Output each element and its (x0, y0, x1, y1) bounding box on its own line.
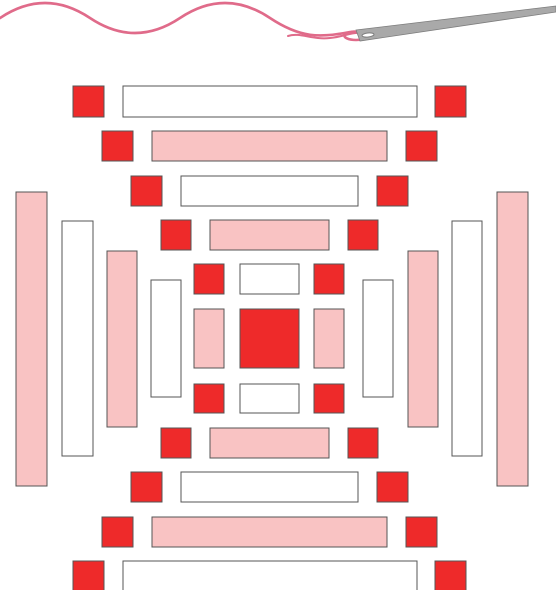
corner-square (314, 384, 344, 413)
vertical-strip (16, 192, 47, 486)
corner-square (102, 517, 133, 547)
vertical-strip (452, 221, 482, 456)
corner-square (348, 428, 378, 458)
center-square (240, 309, 299, 368)
corner-square (348, 220, 378, 250)
vertical-strip (107, 251, 137, 427)
horizontal-strip (210, 428, 329, 458)
corner-square (131, 176, 162, 206)
vertical-strip (194, 309, 224, 368)
corner-square (73, 561, 104, 590)
horizontal-strip (181, 472, 358, 502)
thread-icon (0, 3, 364, 40)
corner-square (194, 384, 224, 413)
horizontal-strip (210, 220, 329, 250)
vertical-strip (408, 251, 438, 427)
corner-square (435, 86, 466, 117)
horizontal-strip (152, 131, 387, 161)
corner-square (406, 517, 437, 547)
corner-square (161, 428, 191, 458)
horizontal-strip (123, 561, 417, 590)
horizontal-strip (123, 86, 417, 117)
horizontal-strip (152, 517, 387, 547)
quilt-pattern (16, 86, 528, 590)
horizontal-strip (181, 176, 358, 206)
corner-square (377, 176, 408, 206)
vertical-strip (151, 280, 181, 397)
corner-square (194, 264, 224, 294)
corner-square (102, 131, 133, 161)
corner-square (435, 561, 466, 590)
corner-square (131, 472, 162, 502)
corner-square (161, 220, 191, 250)
corner-square (406, 131, 437, 161)
horizontal-strip (240, 264, 299, 294)
sewing-needle-icon (356, 6, 556, 41)
vertical-strip (314, 309, 344, 368)
horizontal-strip (240, 384, 299, 413)
corner-square (314, 264, 344, 294)
corner-square (73, 86, 104, 117)
corner-square (377, 472, 408, 502)
vertical-strip (497, 192, 528, 486)
vertical-strip (363, 280, 393, 397)
vertical-strip (62, 221, 93, 456)
